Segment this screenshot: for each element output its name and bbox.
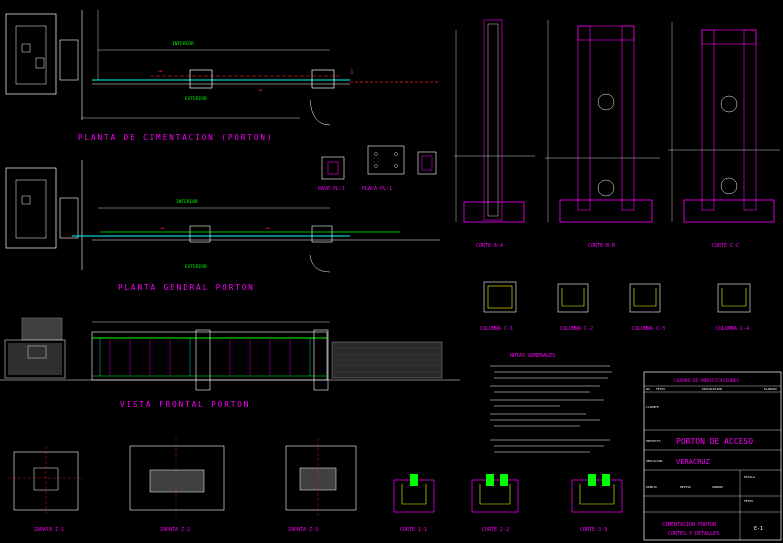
base-detail-label: BASE PL-1 [318, 186, 345, 192]
col-date: FECHA [656, 387, 665, 391]
sheet-title-2: CORTES Y DETALLES [668, 531, 719, 537]
cut-details: CORTE 1-1 CORTE 2-2 CORTE 3-3 [393, 474, 623, 533]
project-name: PORTON DE ACCESO [676, 437, 753, 446]
svg-text:→: → [158, 67, 162, 75]
exterior-label: EXTERIOR [185, 96, 207, 102]
notes-title: NOTAS GENERALES [510, 353, 555, 359]
section-b-label: CORTE B-B [588, 243, 615, 249]
location-value: VERACRUZ [676, 458, 710, 466]
foundation-plan-title: PLANTA DE CIMENTACION (PORTON) [78, 133, 273, 142]
svg-text:→: → [258, 86, 262, 94]
col-no: NO. [646, 387, 652, 391]
proyecto-label: PROYECTO [646, 439, 661, 443]
escala-label: ESCALA [744, 475, 755, 479]
section-views: CORTE A-A CORTE B-B CORTE C-C [454, 19, 780, 249]
section-c-label: CORTE C-C [712, 243, 739, 249]
svg-text:1: 1 [350, 69, 354, 76]
footing-details: ZAPATA Z-1 ZAPATA Z-2 ZAPATA Z-3 [8, 438, 357, 533]
exterior-label-2: EXTERIOR [185, 264, 207, 270]
column-details: COLUMNA C-1 COLUMNA C-2 COLUMNA C-3 COLU… [480, 281, 751, 332]
general-notes: NOTAS GENERALES [490, 353, 612, 453]
column-c1-label: COLUMNA C-1 [480, 326, 513, 332]
general-plan: → → INTERIOR EXTERIOR PLANTA GENERAL POR… [5, 160, 440, 292]
modifications-header: CUADRO DE MODIFICACIONES [674, 378, 739, 384]
col-by: ELABORO [764, 387, 777, 391]
footing-z1-label: ZAPATA Z-1 [34, 527, 64, 533]
ubicacion-label: UBICACION [646, 459, 662, 463]
cut-1-label: CORTE 1-1 [400, 527, 427, 533]
front-view-title: VISTA FRONTAL PORTON [120, 400, 250, 409]
cut-3-label: CORTE 3-3 [580, 527, 607, 533]
base-plate-details: BASE PL-1 PLACA PL-1 [318, 145, 437, 192]
aprobo-label: APROBO [712, 485, 723, 489]
reviso-label: REVISO [680, 485, 691, 489]
sheet-number: E-1 [754, 526, 763, 532]
section-a-label: CORTE A-A [476, 243, 503, 249]
cliente-label: CLIENTE [646, 405, 659, 409]
svg-text:→: → [265, 224, 269, 232]
general-plan-title: PLANTA GENERAL PORTON [118, 283, 255, 292]
column-c2-label: COLUMNA C-2 [560, 326, 593, 332]
foundation-plan: → → 1 INTERIOR EXTERIOR PLANTA DE CIMENT… [5, 10, 440, 142]
svg-text:→: → [160, 224, 164, 232]
interior-label: INTERIOR [172, 41, 194, 47]
fecha-label: FECHA [744, 499, 753, 503]
front-view: VISTA FRONTAL PORTON [0, 317, 460, 409]
cut-2-label: CORTE 2-2 [482, 527, 509, 533]
title-block: CUADRO DE MODIFICACIONES NO. FECHA DESCR… [643, 371, 782, 541]
col-desc: DESCRIPCION [702, 387, 722, 391]
footing-z2-label: ZAPATA Z-2 [160, 527, 190, 533]
interior-label-2: INTERIOR [176, 199, 198, 205]
column-c4-label: COLUMNA C-4 [716, 326, 749, 332]
dibujo-label: DIBUJO [646, 485, 657, 489]
sheet-title-1: CIMENTACION PORTON [662, 522, 716, 528]
footing-z3-label: ZAPATA Z-3 [288, 527, 318, 533]
placa-detail-label: PLACA PL-1 [362, 186, 392, 192]
column-c3-label: COLUMNA C-3 [632, 326, 665, 332]
